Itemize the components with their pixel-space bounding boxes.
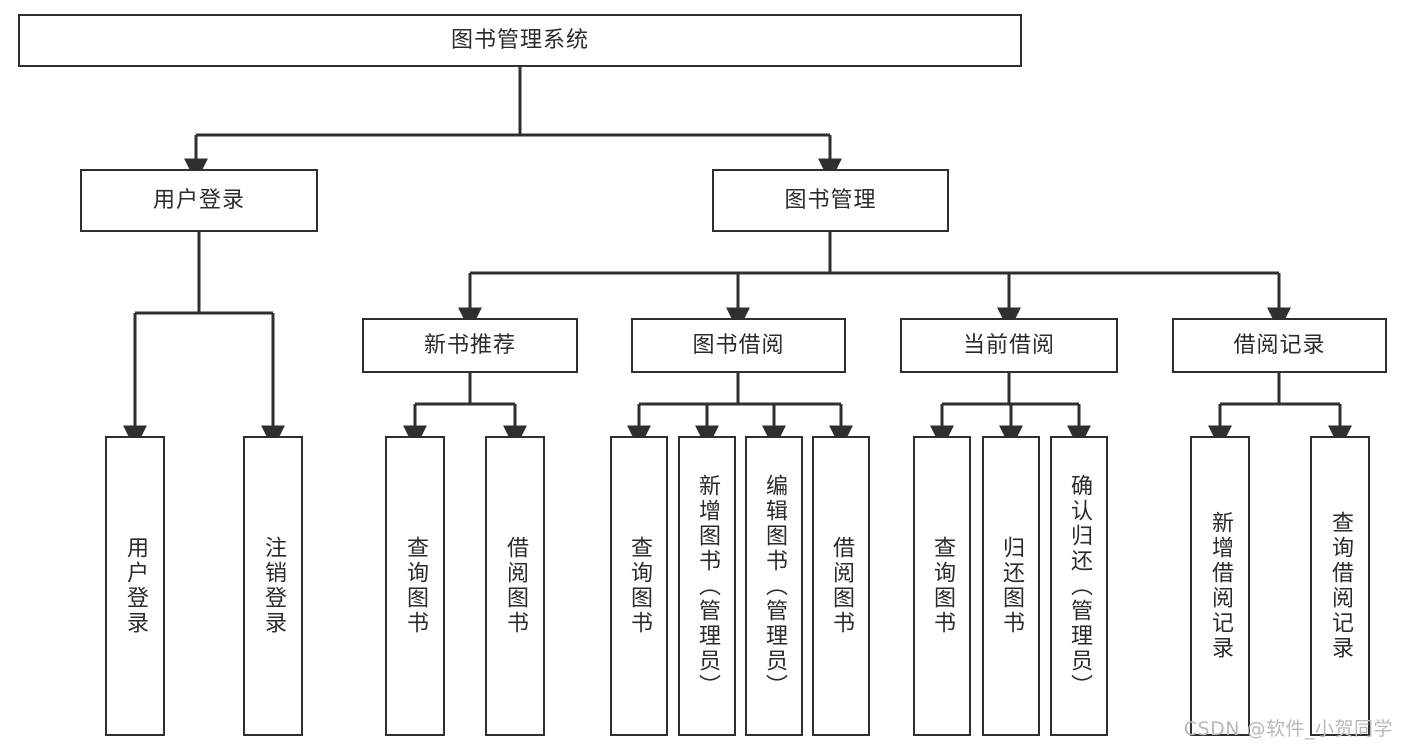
leaf-borrow-book[interactable]: 借阅图书 (812, 436, 870, 736)
csdn-watermark: CSDN @软件_小贺同学 (1183, 718, 1393, 740)
leaf-user-login[interactable]: 用户登录 (105, 436, 165, 736)
node-book-borrow[interactable]: 图书借阅 (631, 318, 846, 373)
leaf-add-borrow-record-label: 新增借阅记录 (1207, 511, 1233, 661)
leaf-confirm-return-admin[interactable]: 确认归还（管理员） (1050, 436, 1108, 736)
leaf-logout-label: 注销登录 (260, 536, 286, 636)
leaf-query-book-new-label: 查询图书 (402, 536, 428, 636)
leaf-query-book-new[interactable]: 查询图书 (385, 436, 445, 736)
leaf-borrow-book-new[interactable]: 借阅图书 (485, 436, 545, 736)
leaf-query-book-current-label: 查询图书 (929, 536, 955, 636)
node-new-book-recommend[interactable]: 新书推荐 (362, 318, 578, 373)
leaf-add-book-admin[interactable]: 新增图书（管理员） (678, 436, 736, 736)
node-root-label: 图书管理系统 (450, 27, 589, 53)
node-book-management-label: 图书管理 (784, 187, 877, 213)
leaf-query-borrow-record-label: 查询借阅记录 (1327, 511, 1353, 661)
leaf-add-borrow-record[interactable]: 新增借阅记录 (1190, 436, 1250, 736)
leaf-return-book-label: 归还图书 (998, 536, 1024, 636)
leaf-query-book-current[interactable]: 查询图书 (913, 436, 971, 736)
node-root[interactable]: 图书管理系统 (18, 14, 1022, 67)
leaf-edit-book-admin-label: 编辑图书（管理员） (761, 473, 787, 699)
node-current-borrow[interactable]: 当前借阅 (900, 318, 1118, 373)
node-new-book-recommend-label: 新书推荐 (423, 332, 516, 358)
node-user-login-label: 用户登录 (152, 187, 245, 213)
node-borrow-record[interactable]: 借阅记录 (1172, 318, 1387, 373)
leaf-logout[interactable]: 注销登录 (243, 436, 303, 736)
leaf-edit-book-admin[interactable]: 编辑图书（管理员） (745, 436, 803, 736)
leaf-query-book-borrow-label: 查询图书 (626, 536, 652, 636)
node-current-borrow-label: 当前借阅 (962, 332, 1055, 358)
leaf-borrow-book-label: 借阅图书 (828, 536, 854, 636)
leaf-query-borrow-record[interactable]: 查询借阅记录 (1310, 436, 1370, 736)
leaf-return-book[interactable]: 归还图书 (982, 436, 1040, 736)
node-borrow-record-label: 借阅记录 (1233, 332, 1326, 358)
leaf-confirm-return-admin-label: 确认归还（管理员） (1066, 473, 1092, 699)
node-user-login[interactable]: 用户登录 (80, 169, 318, 232)
leaf-add-book-admin-label: 新增图书（管理员） (694, 473, 720, 699)
leaf-query-book-borrow[interactable]: 查询图书 (610, 436, 668, 736)
leaf-user-login-label: 用户登录 (122, 536, 148, 636)
node-book-management[interactable]: 图书管理 (712, 169, 949, 232)
node-book-borrow-label: 图书借阅 (692, 332, 785, 358)
leaf-borrow-book-new-label: 借阅图书 (502, 536, 528, 636)
